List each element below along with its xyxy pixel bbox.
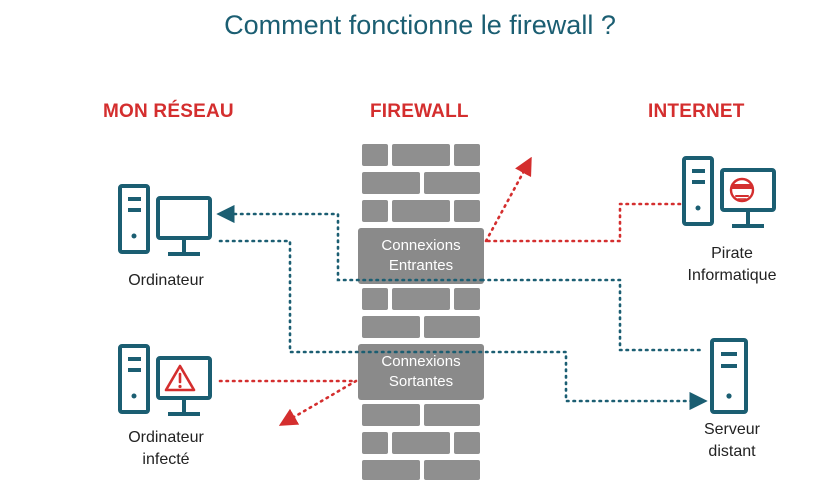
- column-header-firewall: FIREWALL: [370, 101, 469, 122]
- blocked-outgoing-line: [278, 379, 358, 426]
- remote-server-label: Serveur distant: [703, 421, 761, 460]
- computer-label: Ordinateur: [128, 272, 204, 289]
- infected-computer-icon: [118, 344, 212, 416]
- server-to-incoming-line: [480, 278, 706, 352]
- firewall-wall: [358, 144, 484, 480]
- hacker-computer-icon: [682, 156, 776, 228]
- column-header-internet: INTERNET: [648, 101, 745, 122]
- computer-to-server-line: [218, 239, 708, 411]
- server-tower-icon: [710, 338, 748, 414]
- warning-triangle-icon: [164, 364, 196, 392]
- infected-computer-label: Ordinateur infecté: [128, 429, 204, 468]
- outgoing-connections-label: Connexions Sortantes: [381, 353, 461, 390]
- hacker-label: Pirate Informatique: [687, 245, 777, 284]
- page-title: Comment fonctionne le firewall ?: [224, 10, 616, 40]
- hacker-attack-line: [484, 202, 682, 243]
- desktop-computer-icon: [118, 184, 212, 256]
- incoming-to-computer-line: [216, 204, 484, 282]
- incoming-connections-label: Connexions Entrantes: [381, 237, 461, 274]
- incoming-connections-box: [358, 228, 484, 284]
- blocked-incoming-line: [484, 156, 532, 243]
- column-header-my-network: MON RÉSEAU: [103, 101, 234, 122]
- hacker-face-icon: [729, 177, 755, 203]
- outgoing-connections-box: [358, 344, 484, 400]
